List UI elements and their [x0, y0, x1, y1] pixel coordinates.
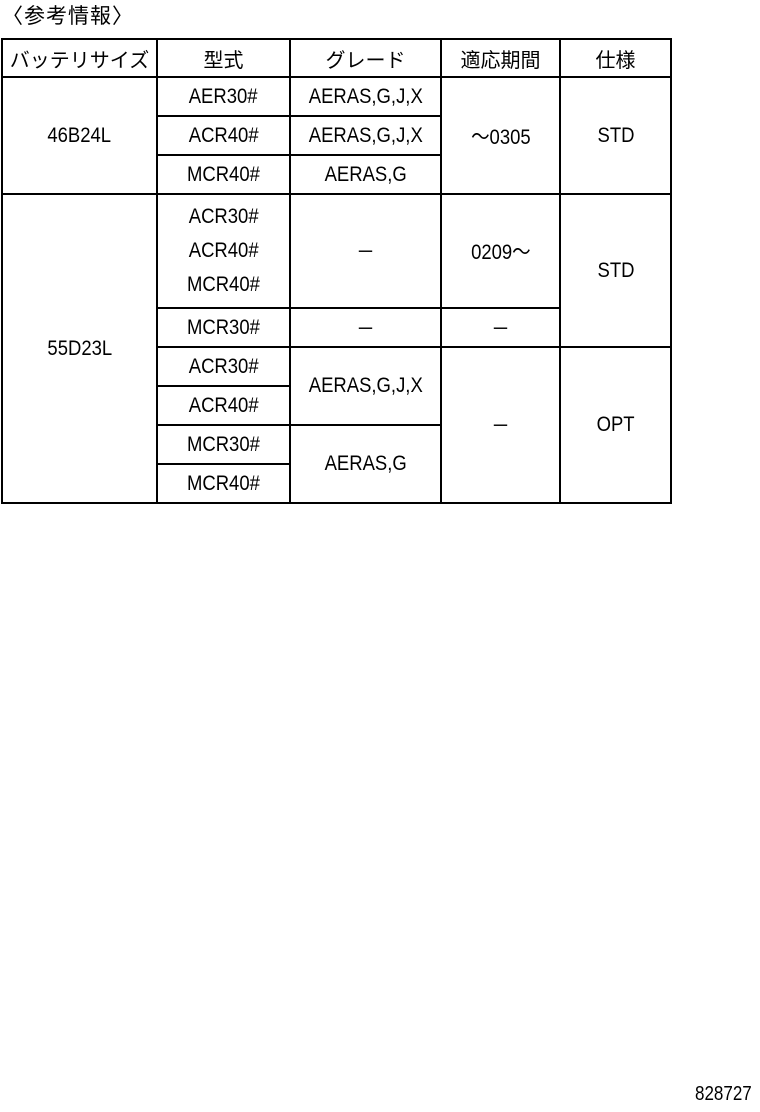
period-cell: － [440, 307, 561, 348]
table-row: 46B24L AER30# AERAS,G,J,X ～0305 STD [1, 76, 672, 195]
grade-cell: AERAS,G [289, 154, 442, 195]
table-row: MCR30# AERAS,G [2, 424, 671, 504]
header-spec: 仕様 [559, 38, 672, 78]
grade-cell: AERAS,G,J,X [289, 115, 442, 156]
spec-cell: STD [559, 76, 672, 195]
spec-cell: STD [559, 193, 672, 348]
spec-cell: OPT [559, 346, 672, 504]
model-name: ACR30# [188, 205, 259, 228]
model-cell: AER30# [156, 76, 291, 117]
model-cell: ACR40# [156, 115, 291, 156]
table-row: ACR40# AERAS,G,J,X [2, 115, 671, 156]
battery-size-cell: 46B24L [1, 76, 158, 195]
table-header-row: バッテリサイズ 型式 グレード 適応期間 仕様 [1, 38, 672, 78]
grade-cell: AERAS,G,J,X [289, 346, 442, 426]
page-heading: 〈参考情報〉 [2, 4, 134, 28]
grade-cell: － [289, 307, 442, 348]
table-row: MCR40# AERAS,G [2, 154, 671, 195]
model-cell: ACR30# [156, 346, 291, 387]
header-period: 適応期間 [440, 38, 561, 78]
document-number: 828727 [695, 1083, 752, 1105]
period-cell: 0209～ [440, 193, 561, 309]
table-row: MCR30# － － [2, 307, 671, 348]
model-name: ACR40# [188, 239, 259, 262]
period-cell: ～0305 [440, 76, 561, 195]
model-cell: ACR30# ACR40# MCR40# [156, 193, 291, 309]
grade-cell: － [289, 193, 442, 309]
table-row: ACR30# AERAS,G,J,X － OPT [2, 346, 672, 504]
model-cell: MCR30# [156, 307, 291, 348]
battery-size-cell: 55D23L [1, 193, 158, 504]
model-cell: MCR40# [156, 154, 291, 195]
grade-cell: AERAS,G,J,X [289, 76, 442, 117]
model-cell: MCR30# [156, 424, 291, 465]
table-row: 55D23L ACR30# ACR40# MCR40# － 0209～ STD [1, 193, 672, 504]
table-row: ACR40# [2, 385, 671, 426]
table-row: MCR40# [2, 463, 671, 504]
header-grade: グレード [289, 38, 442, 78]
period-cell: － [440, 346, 561, 504]
model-name: MCR40# [187, 273, 260, 296]
header-model: 型式 [156, 38, 291, 78]
battery-reference-table: バッテリサイズ 型式 グレード 適応期間 仕様 46B24L AER30# AE… [1, 38, 672, 504]
grade-cell: AERAS,G [289, 424, 442, 504]
model-cell: ACR40# [156, 385, 291, 426]
model-cell: MCR40# [156, 463, 291, 504]
header-battery-size: バッテリサイズ [1, 38, 158, 78]
